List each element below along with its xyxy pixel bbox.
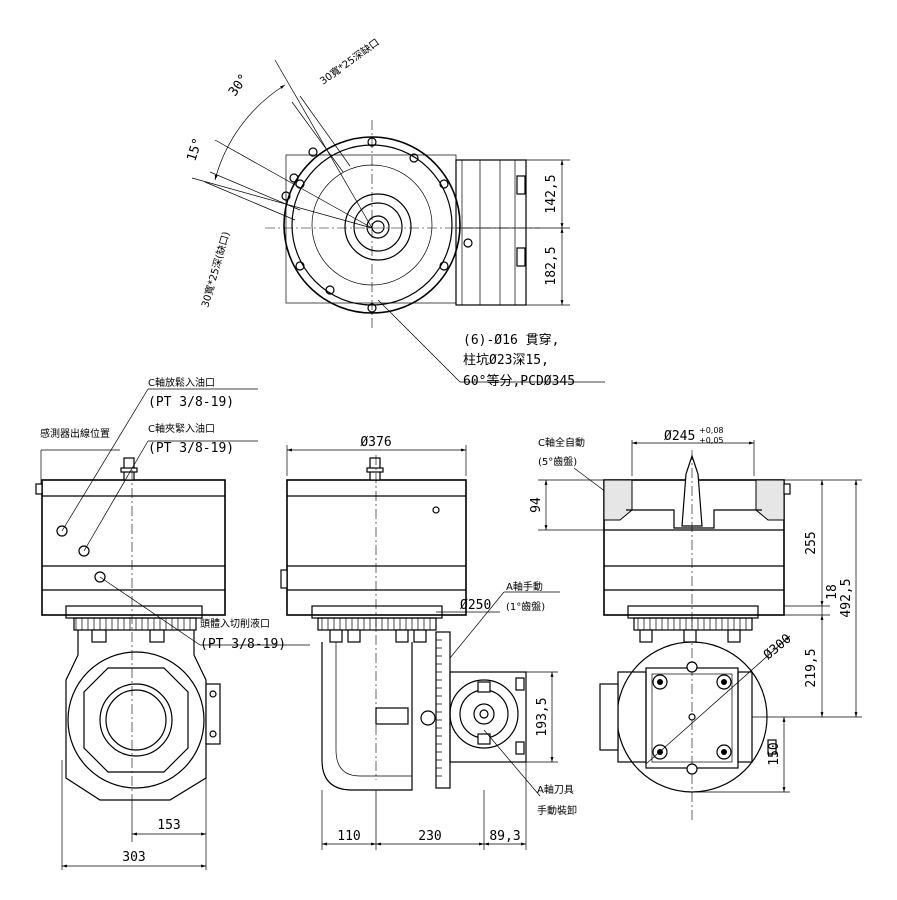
dim-303: 303 [122,850,145,865]
dim-893: 89,3 [489,829,520,844]
top-view: 142,5 182,5 30° 15° 30寬*25深缺口 30寬*25深(缺口… [185,35,605,389]
dim-1425: 142,5 [544,174,559,213]
tol-lower: +0,05 [699,436,724,445]
dim-94: 94 [529,497,544,513]
left-head-octagon [83,667,189,773]
dim-18: 18 [825,584,840,600]
angle-30-label: 30° [226,71,252,99]
angle-15-label: 15° [185,136,207,163]
right-view: Ø245 +0,08 +0,05 C軸全自動 (5°齒盤) [529,426,862,820]
dim-376: Ø376 [360,435,391,450]
left-body [41,479,226,616]
coolant-label: 頭體入切削液口 [200,617,270,630]
left-view: 感測器出線位置 C軸放鬆入油口 (PT 3/8-19) C軸夾緊入油口 (PT … [35,376,310,870]
dim-1935: 193,5 [535,697,550,736]
dim-250: Ø250 [460,598,491,613]
coolant-pt: (PT 3/8-19) [200,637,286,652]
dim-255: 255 [804,531,819,554]
port-upper-label: 30寬*25深缺口 [317,35,382,87]
note-line-2: 柱坑Ø23深15, [463,353,549,368]
dim-245: Ø245 [664,429,695,444]
dim-230: 230 [418,829,441,844]
note-line-1: (6)-Ø16 貫穿, [463,332,559,348]
middle-view: Ø376 Ø250 [280,435,577,850]
left-head-outer [67,651,205,789]
dim-153: 153 [157,818,180,833]
c-auto-label: C軸全自動 [538,436,585,449]
c-clamp-pt: (PT 3/8-19) [148,441,234,456]
pcd-holes [295,137,473,313]
graduated-plate [435,631,451,789]
c-release-label: C軸放鬆入油口 [148,376,215,389]
c-release-pt: (PT 3/8-19) [148,395,234,410]
middle-head [321,642,413,791]
dim-110: 110 [337,829,360,844]
dim-4925: 492,5 [839,578,854,617]
a-tool-sub: 手動裝卸 [537,804,577,817]
port-lower-label: 30寬*25深(缺口) [198,230,232,309]
a-tool-label: A軸刀具 [537,783,574,796]
dim-1825: 182,5 [544,246,559,285]
middle-body [286,479,467,616]
note-line-3: 60°等分,PCDØ345 [463,373,575,389]
a-axis-spindle [449,679,519,749]
sensor-label: 感測器出線位置 [40,427,110,440]
dim-150: 150 [767,742,782,765]
tol-upper: +0,08 [699,426,724,435]
angle-arc [214,84,286,181]
dim-2195: 219,5 [804,648,819,687]
c-auto-sub: (5°齒盤) [538,455,577,468]
left-toothring [73,617,197,631]
c-clamp-label: C軸夾緊入油口 [148,422,215,435]
top-motor-housing [455,159,527,306]
a-manual-label: A軸手動 [506,580,543,593]
a-manual-sub: (1°齒盤) [506,600,545,613]
